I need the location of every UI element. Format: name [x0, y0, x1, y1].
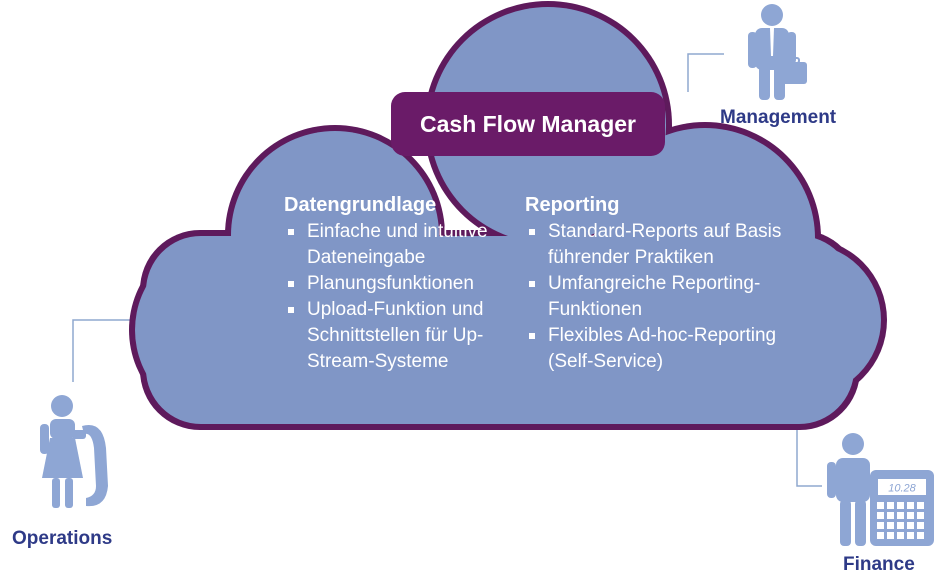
management-label: Management	[720, 107, 837, 128]
calculator-key	[887, 502, 894, 509]
connector-lines	[72, 53, 822, 487]
calculator-key	[877, 522, 884, 529]
datengrundlage-list: Einfache und intuitive Dateneingabe Plan…	[284, 219, 524, 375]
calculator-key	[877, 512, 884, 519]
connector-management	[687, 53, 724, 92]
calculator-key	[917, 522, 924, 529]
reporting-heading: Reporting	[525, 194, 620, 216]
list-item: Upload-Funktion und Schnittstellen für U…	[284, 297, 524, 375]
connector-finance	[796, 412, 822, 487]
calculator-key	[887, 532, 894, 539]
datengrundlage-column: Datengrundlage Einfache und intuitive Da…	[284, 192, 524, 375]
calculator-key	[877, 502, 884, 509]
calculator-key	[887, 522, 894, 529]
calculator-display: 10.28	[888, 483, 916, 495]
reporting-list: Standard-Reports auf Basis führender Pra…	[525, 219, 815, 375]
calculator-key	[917, 532, 924, 539]
calculator-key	[897, 532, 904, 539]
list-item: Flexibles Ad-hoc-Reporting (Self-Service…	[525, 323, 815, 375]
list-item: Einfache und intuitive Dateneingabe	[284, 219, 524, 271]
calculator-key	[897, 502, 904, 509]
reporting-column: Reporting Standard-Reports auf Basis füh…	[525, 192, 815, 375]
calculator-key	[897, 512, 904, 519]
cloud	[129, 1, 887, 430]
list-item: Umfangreiche Reporting-Funktionen	[525, 271, 815, 323]
calculator-keys	[877, 502, 924, 539]
calculator-key	[907, 502, 914, 509]
calculator-key	[907, 512, 914, 519]
calculator-key	[877, 532, 884, 539]
calculator-key	[907, 532, 914, 539]
calculator-key	[917, 502, 924, 509]
finance-person-icon	[827, 433, 870, 546]
calculator-key	[897, 522, 904, 529]
management-person-icon	[748, 4, 807, 100]
calculator-key	[887, 512, 894, 519]
operations-label: Operations	[12, 528, 113, 549]
list-item: Planungsfunktionen	[284, 271, 524, 297]
list-item: Standard-Reports auf Basis führender Pra…	[525, 219, 815, 271]
calculator-key	[917, 512, 924, 519]
operations-person-icon	[40, 395, 108, 508]
calculator-key	[907, 522, 914, 529]
calculator-icon: 10.28	[870, 470, 934, 546]
datengrundlage-heading: Datengrundlage	[284, 194, 437, 216]
finance-label: Finance	[843, 554, 915, 575]
connector-operations	[72, 319, 140, 382]
cash-flow-manager-title: Cash Flow Manager	[391, 92, 665, 156]
